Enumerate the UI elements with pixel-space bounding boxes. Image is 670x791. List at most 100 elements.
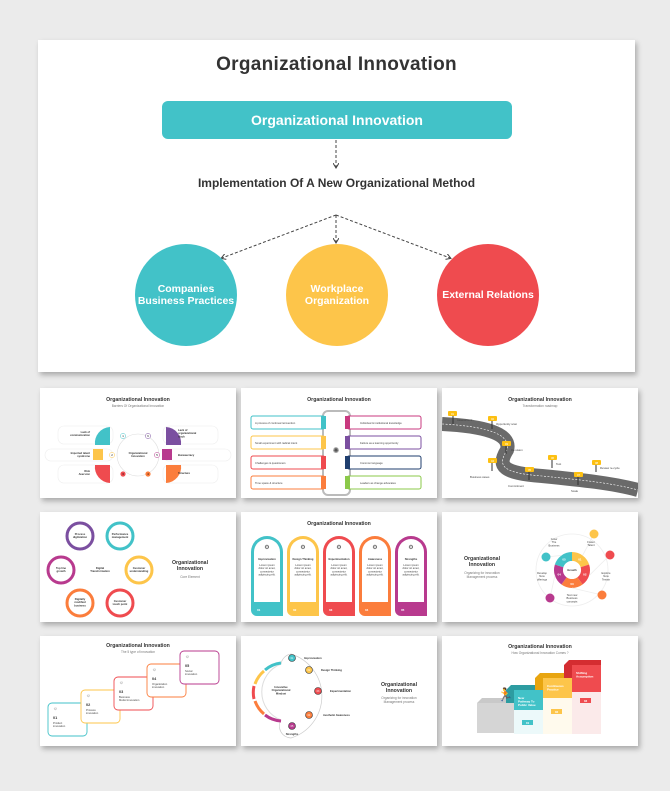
step-number: 02 <box>555 710 559 714</box>
slack-icon <box>166 427 182 445</box>
thumbnail-steps[interactable]: Organizational Innovation How Organizati… <box>442 636 638 746</box>
type-number: 04 <box>152 677 157 681</box>
type-icon: ☼ <box>53 706 58 712</box>
card-number: 05 <box>401 608 405 612</box>
thumb-title: Organizational Innovation <box>106 397 170 403</box>
thumbnail-cards[interactable]: Organizational Innovation ⚙Improvisation… <box>241 512 437 622</box>
step-number: 03 <box>584 699 588 703</box>
bureaucracy-icon <box>162 449 172 460</box>
principle-item: A process of continual reinvention <box>255 421 296 425</box>
thumb-subtitle: Transformation roadmap <box>523 404 558 408</box>
principle-item: Challenges & questioners <box>255 461 286 465</box>
mindset-number: 03 <box>317 690 320 693</box>
segment-number: 04 <box>557 573 561 577</box>
card-icon: ⚙ <box>264 544 269 551</box>
barrier-label: Structure <box>178 471 190 475</box>
card-number: 01 <box>257 608 261 612</box>
card-icon: ⚙ <box>408 544 413 551</box>
segment-icon <box>541 552 551 562</box>
thumb-subtitle: Barriers Of Organizational Innovation <box>112 404 165 408</box>
slide-title: Organizational Innovation <box>216 54 457 75</box>
step-number: 08 <box>595 461 599 465</box>
step-number: 02 <box>491 417 495 421</box>
mindset-label: Experimentation <box>330 689 351 693</box>
card-number: 03 <box>329 608 333 612</box>
number-badge: 6 <box>147 434 149 438</box>
step-number: 01 <box>451 412 455 416</box>
step-number: 07 <box>577 473 581 477</box>
mindset-label: Improvisation <box>304 656 322 660</box>
thumb-title: Organizational Innovation <box>508 644 572 650</box>
thumb-title: Organizational Innovation <box>307 397 371 403</box>
principle-item: Failure as a learning opportunity <box>360 441 399 445</box>
donut-segment <box>554 564 567 585</box>
donut-segment <box>572 552 590 568</box>
mindset-dot <box>305 666 313 674</box>
segment-number: 02 <box>583 573 587 577</box>
donut-segment <box>577 564 590 585</box>
step-number: 03 <box>505 442 509 446</box>
type-icon: ☼ <box>119 680 124 686</box>
thumb-subtitle: The 5 type of innovation <box>121 650 155 654</box>
runner-icon: 🏃 <box>497 687 513 702</box>
card-title: Strengths <box>405 557 418 561</box>
number-badge: 3 <box>122 472 124 476</box>
top-banner: Organizational Innovation <box>162 101 512 139</box>
communication-icon <box>94 427 110 445</box>
lightbulb-gear-icon: ✺ <box>333 446 340 455</box>
type-number: 03 <box>119 690 123 694</box>
principle-item: Individual & institutional knowledge <box>360 421 402 425</box>
card-title: Improvisation <box>258 557 276 561</box>
step-label: Scale <box>571 489 578 493</box>
principle-item: Leaders as change advocates <box>360 481 397 485</box>
card-title: Design Thinking <box>293 557 314 561</box>
main-slide-preview[interactable]: Organizational Innovation Organizational… <box>38 40 635 372</box>
principle-item: Time space & structure <box>255 481 283 485</box>
step-label: Assessment <box>457 418 472 422</box>
thumb-title: Organizational Innovation <box>106 643 170 649</box>
segment-icon <box>589 529 599 539</box>
segment-icon <box>597 590 607 600</box>
thumb-subtitle: How Organizational Innovation Comes ? <box>511 651 568 655</box>
segment-icon <box>545 593 555 603</box>
mindset-number: 02 <box>308 669 311 672</box>
mindset-dot <box>314 687 322 695</box>
type-icon: ☼ <box>86 693 91 699</box>
thumbnail-principles[interactable]: Organizational Innovation ✺ A process of… <box>241 388 437 498</box>
circle-workplace-organization: Workplace Organization <box>286 244 388 346</box>
talent-icon <box>93 449 103 460</box>
segment-number: 03 <box>570 582 574 586</box>
card-icon: ⚙ <box>300 544 305 551</box>
road <box>442 417 638 497</box>
method-heading: Implementation Of A New Organizational M… <box>197 176 476 190</box>
thumbnail-barriers[interactable]: Organizational Innovation Barriers Of Or… <box>40 388 236 498</box>
thumbnail-innovation-types[interactable]: Organizational Innovation The 5 type of … <box>40 636 236 746</box>
thumbnail-roadmap[interactable]: Organizational Innovation Transformation… <box>442 388 638 498</box>
